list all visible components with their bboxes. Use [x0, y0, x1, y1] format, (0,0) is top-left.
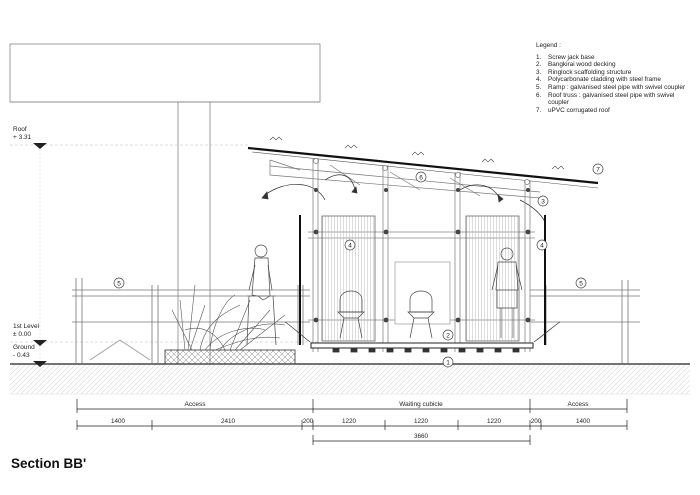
dimension-total: 3660	[414, 433, 429, 440]
legend-item-number: 4.	[536, 76, 542, 84]
dimension-segment-5: 1220	[414, 418, 429, 425]
legend-item: 7. uPVC corrugated roof	[536, 107, 696, 115]
dimension-segment-3: 200	[303, 418, 314, 425]
ramp-railing-left	[72, 278, 310, 364]
legend-item-number: 7.	[536, 106, 542, 114]
legend-item: 4. Polycarbonate cladding with steel fram…	[536, 76, 696, 84]
legend-item-number: 1.	[536, 53, 542, 61]
callout-4-right: 4	[540, 243, 544, 250]
callout-4-left: 4	[348, 243, 352, 250]
roof-level-value: + 3.31	[13, 134, 32, 141]
legend-item-number: 5.	[536, 83, 542, 91]
legend-item: 1. Screw jack base	[536, 54, 696, 62]
callout-2: 2	[446, 333, 450, 340]
chairs	[337, 290, 435, 339]
dimension-segment-6: 1220	[487, 418, 502, 425]
callout-1: 1	[446, 360, 450, 367]
zone-dimension-line: Access Waiting cubicle Access	[76, 399, 628, 413]
callouts: 1 2 3 4 4 5 5 6 7	[113, 163, 604, 368]
zone-label-left: Access	[185, 401, 207, 408]
ground	[10, 363, 690, 395]
dimension-segment-2: 2410	[221, 418, 236, 425]
first-level-value: ± 0.00	[13, 331, 31, 338]
plants	[171, 284, 286, 351]
legend-item-text: Ringlock scaffolding structure	[548, 68, 632, 76]
airflow-arrows	[261, 174, 546, 223]
roof-level-name: Roof	[13, 126, 27, 133]
legend-item-text: Roof truss : galvanised steel pipe with …	[548, 91, 675, 107]
roof	[247, 136, 599, 189]
callout-5-right: 5	[579, 281, 583, 288]
legend: Legend : 1. Screw jack base 2. Bangkirai w…	[536, 42, 696, 114]
polycarbonate-panels	[299, 215, 546, 345]
callout-6: 6	[419, 175, 423, 182]
legend-item-text: Ramp : galvanised steel pipe with swivel…	[548, 83, 686, 91]
legend-item: 3. Ringlock scaffolding structure	[536, 69, 696, 77]
person-figure-left	[246, 244, 277, 346]
planter	[164, 284, 296, 365]
legend-item-number: 6.	[536, 91, 542, 99]
legend-item: 5. Ramp : galvanised steel pipe with swiv…	[536, 84, 696, 92]
couplers	[313, 188, 531, 323]
callout-5-left: 5	[117, 281, 121, 288]
total-dimension-line: 3660	[312, 433, 531, 445]
dimension-segment-7: 200	[531, 418, 542, 425]
first-level-marker	[33, 340, 47, 346]
ground-level-name: Ground	[13, 344, 35, 351]
legend-item-number: 2.	[536, 61, 542, 69]
legend-item: 2. Bangkirai wood decking	[536, 61, 696, 69]
dimension-segment-1: 1400	[111, 418, 126, 425]
callout-7: 7	[596, 167, 600, 174]
legend-item-text: Polycarbonate cladding with steel frame	[548, 76, 661, 84]
ground-level-value: - 0.43	[13, 352, 30, 359]
existing-structure	[9, 43, 321, 365]
callout-3: 3	[541, 199, 545, 206]
dimension-segment-4: 1220	[342, 418, 357, 425]
section-title: Section BB'	[11, 456, 87, 471]
first-level-name: 1st Level	[13, 323, 40, 330]
ramp-railing-right	[530, 280, 640, 364]
dimension-segment-8: 1400	[576, 418, 591, 425]
legend-title: Legend :	[536, 42, 561, 49]
legend-item: 6. Roof truss : galvanised steel pipe wit…	[536, 92, 696, 107]
rain-marks	[269, 136, 565, 170]
legend-item-text: uPVC corrugated roof	[548, 106, 610, 114]
level-lines	[10, 143, 320, 367]
deck	[284, 321, 561, 353]
legend-item-text: Bangkirai wood decking	[548, 61, 616, 69]
zone-label-right: Access	[568, 401, 590, 408]
legend-item-text: Screw jack base	[548, 53, 595, 61]
roof-level-marker	[33, 143, 47, 149]
segment-dimension-line: 1400 2410 200 1220 1220 1220 200 1400	[76, 418, 628, 430]
zone-label-center: Waiting cubicle	[399, 401, 443, 408]
person-figure-right	[491, 247, 523, 338]
legend-item-number: 3.	[536, 68, 542, 76]
roof-truss	[269, 158, 541, 199]
